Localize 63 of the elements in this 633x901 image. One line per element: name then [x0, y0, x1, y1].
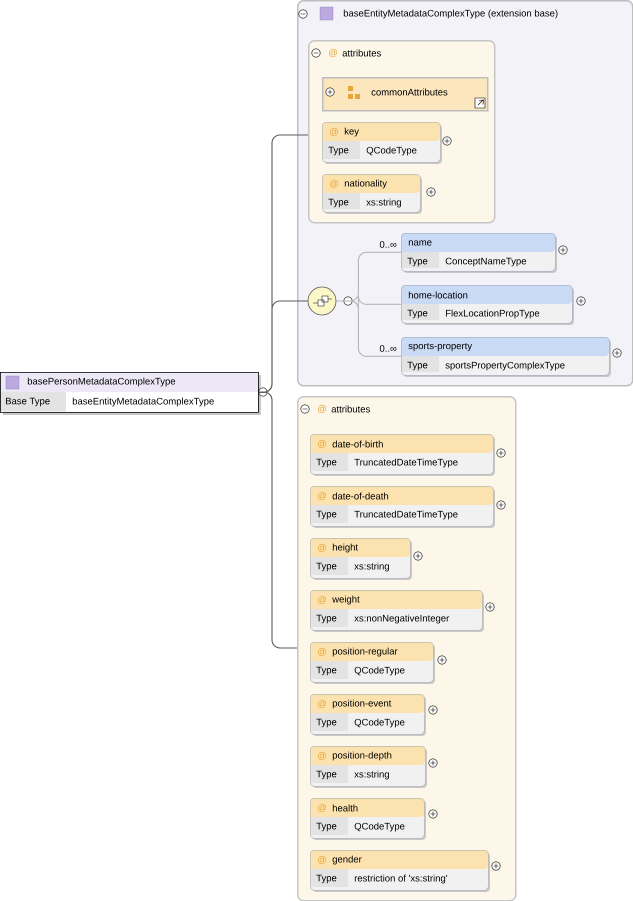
- panel-title: baseEntityMetadataComplexType (extension base): [344, 10, 558, 18]
- type-value: TruncatedDateTimeType: [354, 458, 458, 468]
- type-value: QCodeType: [366, 146, 416, 156]
- attribute-symbol: @: [318, 440, 326, 448]
- type-value: FlexLocationPropType: [446, 310, 540, 318]
- attribute-symbol: @: [318, 648, 326, 656]
- attribute-name: date-of-death: [332, 492, 388, 500]
- type-label: Type: [316, 562, 336, 572]
- type-value: xs:nonNegativeInteger: [354, 614, 450, 624]
- type-value: xs:string: [354, 770, 389, 780]
- type-value: QCodeType: [354, 718, 404, 728]
- type-label: Type: [328, 146, 348, 156]
- attribute-symbol: @: [318, 492, 326, 500]
- attribute-symbol: @: [318, 404, 326, 414]
- attribute-name: nationality: [344, 180, 387, 188]
- attribute-symbol: @: [318, 856, 326, 864]
- attribute-name: health: [332, 804, 358, 812]
- group-title: attributes: [342, 50, 381, 56]
- type-label: Type: [316, 874, 336, 884]
- type-value: sportsPropertyComplexType: [445, 362, 565, 370]
- attribute-symbol: @: [318, 752, 326, 760]
- attribute-name: position-depth: [332, 752, 392, 760]
- type-value: xs:string: [354, 562, 389, 572]
- type-label: Type: [316, 718, 336, 728]
- attribute-symbol: @: [318, 700, 326, 708]
- type-value: QCodeType: [354, 822, 404, 832]
- attribute-symbol: @: [318, 544, 326, 552]
- type-label: Type: [407, 258, 428, 266]
- attribute-name: weight: [332, 596, 360, 604]
- attribute-name: key: [344, 128, 359, 136]
- attribute-symbol: @: [330, 180, 338, 188]
- type-value: xs:string: [366, 198, 401, 208]
- type-label: Type: [316, 822, 336, 832]
- element-name: sports-property: [408, 342, 472, 352]
- type-label: Type: [328, 198, 348, 208]
- type-label: Type: [407, 310, 428, 318]
- connector-line: [258, 392, 297, 649]
- type-label: Type: [316, 614, 336, 624]
- attribute-symbol: @: [318, 804, 326, 812]
- type-label: Type: [316, 510, 336, 520]
- group-title: attributes: [332, 406, 370, 412]
- type-value: restriction of 'xs:string': [354, 874, 448, 884]
- type-value: TruncatedDateTimeType: [354, 510, 458, 520]
- attribute-name: position-event: [332, 700, 392, 708]
- connector-line: [336, 300, 401, 357]
- element-name: home-location: [408, 292, 468, 298]
- attribute-name: date-of-birth: [332, 440, 383, 448]
- type-label: Type: [316, 666, 336, 676]
- type-label: Type: [407, 362, 428, 370]
- multiplicity-label: 0..∞: [378, 344, 398, 353]
- attribute-name: height: [332, 544, 358, 552]
- reference-name: commonAttributes: [372, 88, 448, 96]
- attribute-symbol: @: [330, 128, 338, 136]
- type-label: Type: [316, 458, 336, 468]
- type-label: Type: [316, 770, 336, 780]
- type-value: ConceptNameType: [446, 258, 526, 266]
- attribute-symbol: @: [328, 48, 338, 58]
- type-value: QCodeType: [354, 666, 404, 676]
- attribute-name: gender: [332, 856, 362, 864]
- attribute-symbol: @: [318, 596, 326, 604]
- multiplicity-label: 0..∞: [378, 240, 398, 249]
- attribute-name: position-regular: [332, 648, 398, 656]
- element-name: name: [408, 240, 432, 246]
